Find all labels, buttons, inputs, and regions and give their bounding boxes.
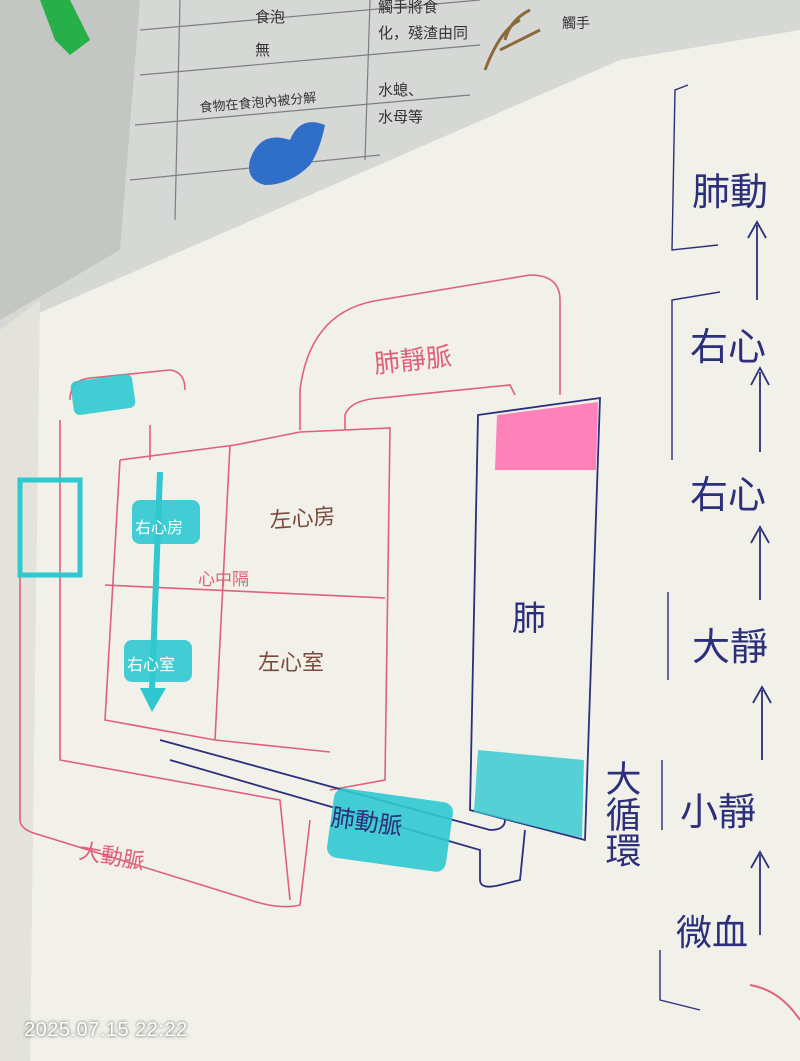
flow-item-5: 微血	[676, 913, 748, 954]
loop-label: 大循環	[600, 760, 641, 868]
label-left-atrium: 左心房	[269, 504, 337, 534]
flow-brackets	[659, 84, 721, 1011]
label-right-ventricle: 右心室	[127, 655, 175, 674]
label-left-ventricle: 左心室	[258, 651, 324, 676]
flow-item-2: 右心	[690, 473, 766, 517]
book-tentacle-figure	[483, 8, 541, 71]
lung-highlights	[474, 402, 598, 838]
flow-item-4: 小靜	[680, 790, 756, 834]
book-text-feeding: 食泡	[255, 8, 285, 26]
book-blue-cell-figure	[249, 122, 325, 185]
label-right-atrium: 右心房	[135, 518, 183, 537]
book-shadow	[0, 0, 140, 320]
book-text-tentacle-label: 觸手	[562, 16, 590, 32]
notebook-paper	[0, 30, 800, 1061]
label-lung: 肺	[512, 599, 546, 639]
flow-item-3: 大靜	[692, 625, 768, 669]
flow-chain-arrows	[747, 220, 772, 935]
photo-timestamp: 2025.07.15 22:22	[24, 1019, 188, 1041]
book-table	[129, 0, 481, 221]
flow-item-0: 肺動	[692, 170, 768, 214]
book-text-tentacle: 觸手將食	[378, 0, 438, 16]
red-arrow-mark	[749, 984, 800, 1021]
book-text-tentacle2: 化，殘渣由同	[378, 24, 468, 42]
book-text-none: 無	[255, 41, 270, 59]
label-septum: 心中隔	[198, 570, 249, 590]
teal-labels	[17, 374, 453, 872]
circulation-outline	[19, 274, 561, 908]
book-text-jelly: 水母等	[378, 108, 423, 126]
book-text-hydra: 水螅、	[378, 81, 423, 99]
flow-item-1: 右心	[690, 325, 766, 369]
pulmonary-vessels	[159, 396, 601, 888]
green-leaf-sticker	[40, 0, 90, 55]
